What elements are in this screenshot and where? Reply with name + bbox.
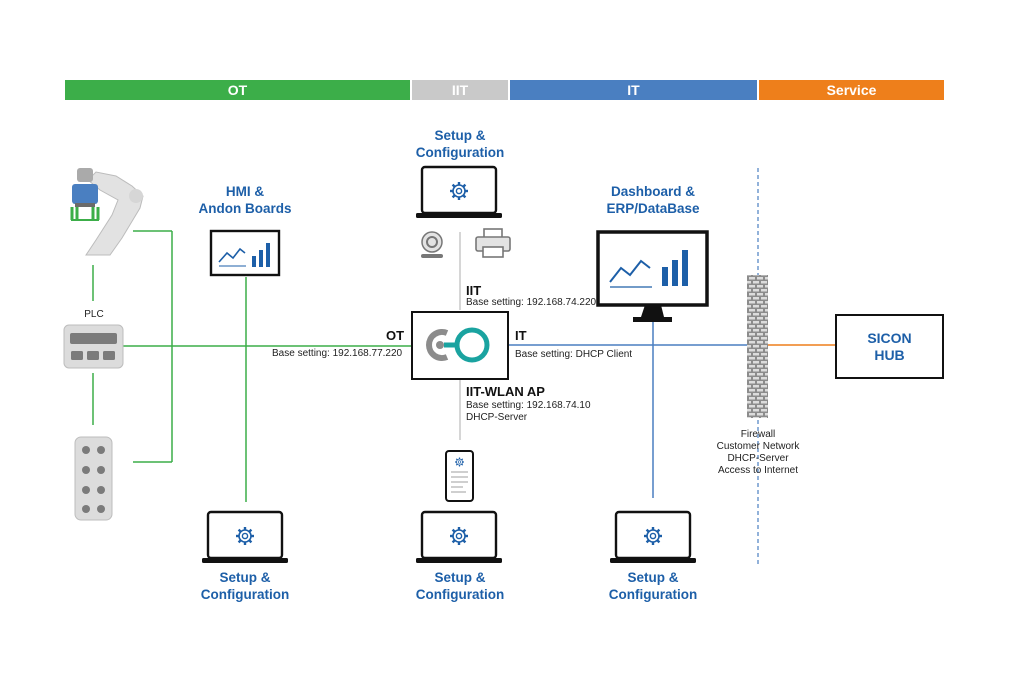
it-label: IT [515, 328, 527, 343]
firewall-wall-icon [747, 275, 768, 418]
plc-label: PLC [84, 309, 104, 320]
band-service: Service [759, 80, 944, 100]
hmi-label: HMI & Andon Boards [198, 184, 292, 216]
laptop-gear-icon-top[interactable] [416, 167, 502, 218]
setup-label-3: Setup & Configuration [608, 570, 698, 602]
iit-label: IIT [466, 283, 482, 298]
phone-gear-icon [445, 450, 474, 502]
plc-icon [63, 324, 124, 369]
laptop-gear-icon-3[interactable] [610, 512, 696, 563]
printer-icon [475, 228, 511, 258]
central-device[interactable] [411, 311, 509, 380]
firewall-label: Firewall Customer Network DHCP-Server Ac… [716, 429, 800, 476]
logo-co-icon [426, 327, 490, 363]
setup-top-label: Setup & Configuration [415, 128, 505, 160]
band-ot: OT [65, 80, 410, 100]
webcam-icon [421, 231, 443, 258]
io-module-icon [74, 436, 113, 521]
monitor-chart-icon [209, 229, 281, 277]
ot-label: OT [386, 328, 405, 343]
dashboard-label: Dashboard & ERP/DataBase [606, 184, 700, 216]
laptop-gear-icon-2[interactable] [416, 512, 502, 563]
it-base-setting: Base setting: DHCP Client [515, 349, 633, 360]
it-lines [508, 168, 759, 565]
sicon-hub-label: SICON HUB [867, 330, 912, 363]
iit-base-setting: Base setting: 192.168.74.220 [466, 297, 597, 308]
robot-arm-icon [70, 168, 144, 256]
setup-label-2: Setup & Configuration [415, 570, 505, 602]
band-it: IT [510, 80, 757, 100]
sicon-hub-box[interactable] [835, 314, 944, 379]
ot-base-setting: Base setting: 192.168.77.220 [272, 348, 403, 359]
wlan-dhcp: DHCP-Server [466, 412, 528, 423]
setup-label-1: Setup & Configuration [200, 570, 290, 602]
ot-lines [92, 230, 412, 502]
band-iit: IIT [412, 80, 508, 100]
wlan-base-setting: Base setting: 192.168.74.10 [466, 400, 591, 411]
dashboard-monitor-icon [596, 230, 709, 322]
wlan-label: IIT-WLAN AP [466, 384, 545, 399]
laptop-gear-icon-1[interactable] [202, 512, 288, 563]
